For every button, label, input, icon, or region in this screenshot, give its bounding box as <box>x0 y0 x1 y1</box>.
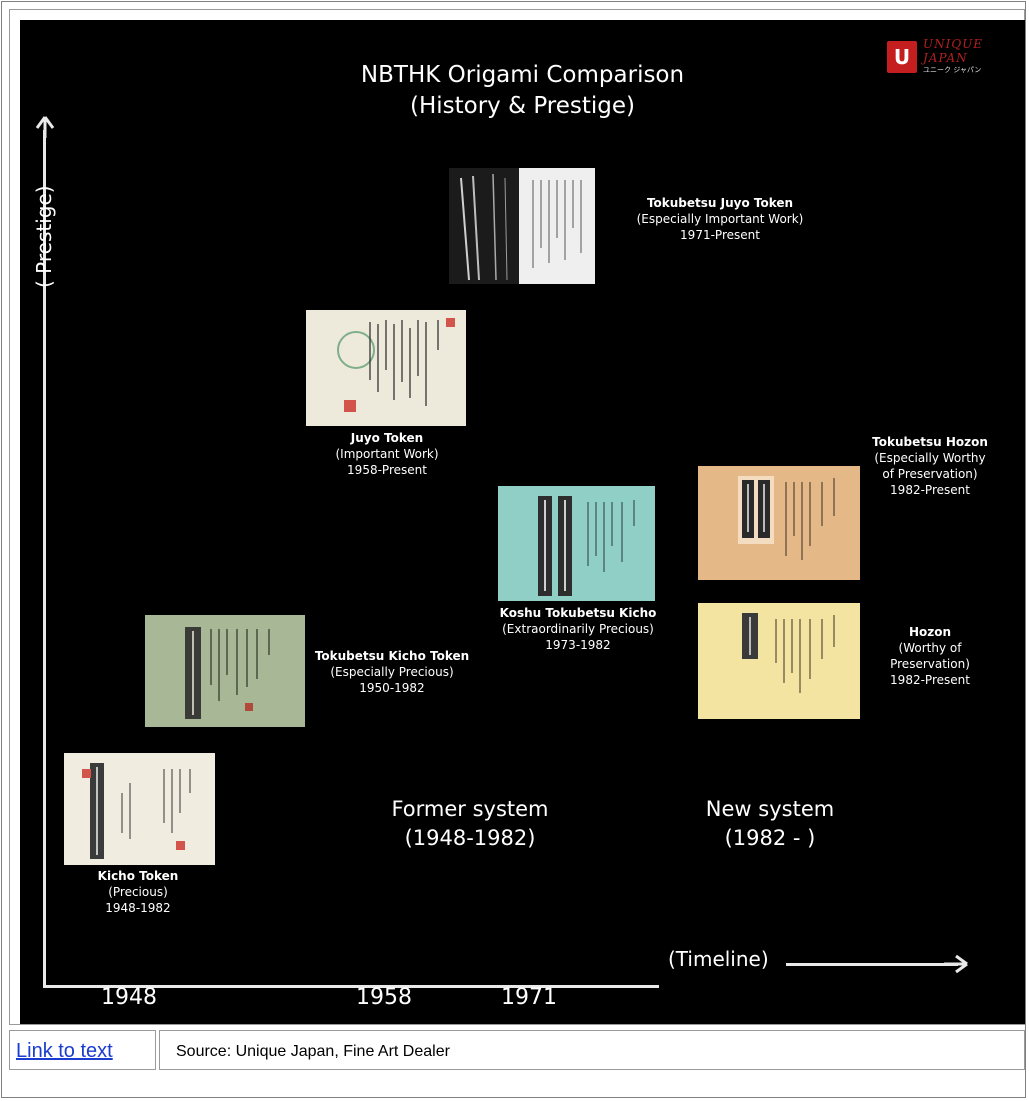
koshu-tokubetsu-kicho-caption: Koshu Tokubetsu Kicho (Extraordinarily P… <box>499 606 657 652</box>
year-label-1948: 1948 <box>101 985 157 1010</box>
arrow-up-icon <box>35 116 55 138</box>
timeline-axis-line-end <box>786 963 958 966</box>
unique-japan-logo-text: UNIQUE JAPAN <box>923 37 984 65</box>
prestige-axis-line <box>43 130 46 986</box>
kicho-certificate-image <box>64 753 215 865</box>
link-to-text[interactable]: Link to text <box>16 1040 113 1062</box>
source-credit: Source: Unique Japan, Fine Art Dealer <box>176 1043 450 1060</box>
tokubetsu-kicho-certificate-image <box>145 615 305 727</box>
arrow-right-icon <box>944 954 968 974</box>
unique-japan-logo-mark: U <box>887 41 917 73</box>
juyo-certificate-image <box>306 310 466 426</box>
tokubetsu-juyo-caption: Tokubetsu Juyo Token (Especially Importa… <box>636 196 804 242</box>
tokubetsu-kicho-caption: Tokubetsu Kicho Token (Especially Precio… <box>314 649 470 695</box>
juyo-caption: Juyo Token (Important Work) 1958-Present <box>335 431 439 477</box>
origami-comparison-graphic: NBTHK Origami Comparison (History & Pres… <box>20 20 1025 1024</box>
graphic-subtitle: (History & Prestige) <box>409 93 636 119</box>
new-system-label: New system (1982 - ) <box>705 797 835 850</box>
source-cell <box>159 1030 1025 1070</box>
prestige-axis-label: ( Prestige) <box>32 185 56 288</box>
graphic-title: NBTHK Origami Comparison <box>360 62 685 88</box>
tokubetsu-hozon-certificate-image <box>698 466 860 580</box>
year-label-1971: 1971 <box>501 985 557 1010</box>
unique-japan-logo-subtext: ユニーク ジャパン <box>923 66 982 74</box>
koshu-tokubetsu-kicho-certificate-image <box>498 486 655 601</box>
hozon-caption: Hozon (Worthy of Preservation) 1982-Pres… <box>890 625 970 687</box>
tokubetsu-hozon-caption: Tokubetsu Hozon (Especially Worthy of Pr… <box>872 435 988 497</box>
tokubetsu-juyo-certificate-image <box>449 168 595 284</box>
link-cell <box>9 1030 156 1070</box>
year-label-1958: 1958 <box>356 985 412 1010</box>
hozon-certificate-image <box>698 603 860 719</box>
timeline-axis-line <box>43 985 659 988</box>
former-system-label: Former system (1948-1982) <box>391 797 549 850</box>
kicho-caption: Kicho Token (Precious) 1948-1982 <box>97 869 179 915</box>
timeline-axis-label: (Timeline) <box>668 947 769 971</box>
